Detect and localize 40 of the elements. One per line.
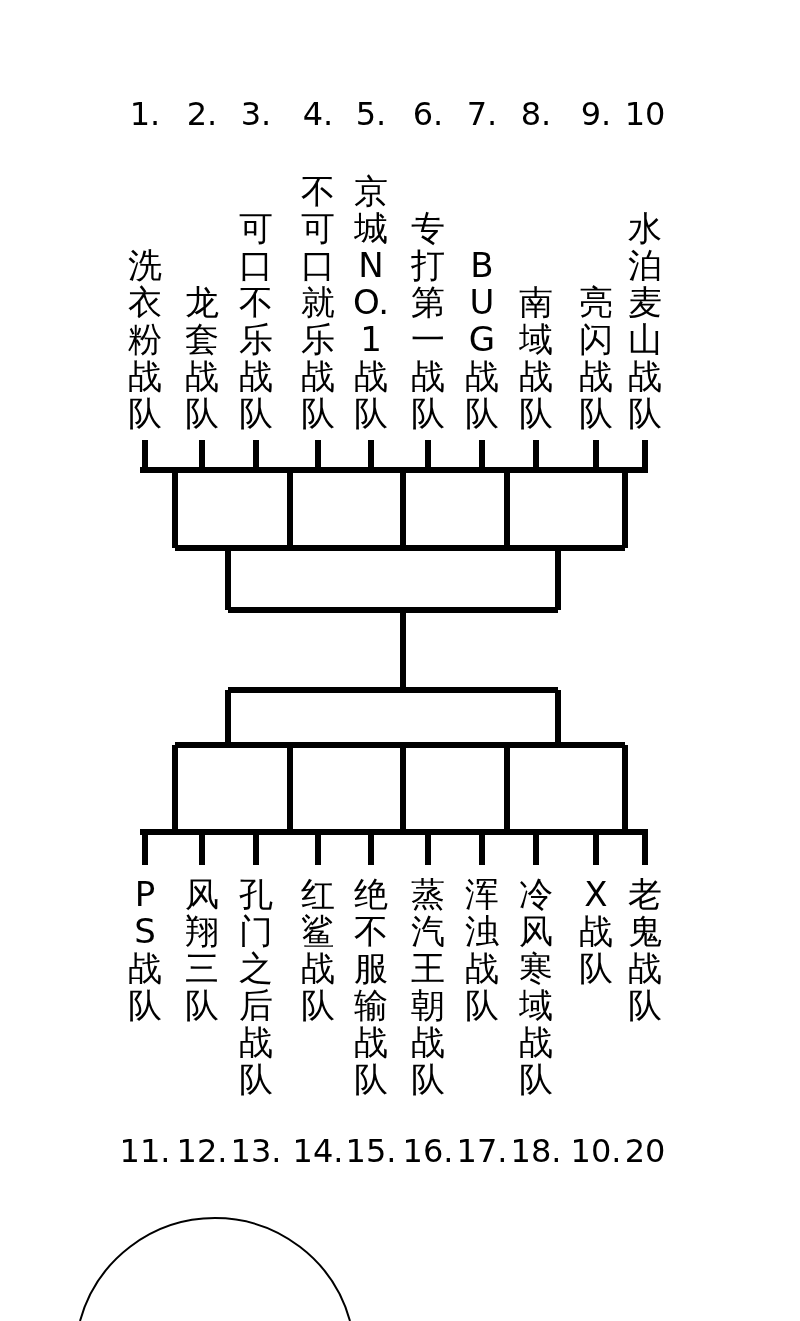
seed-number: 2. [185,96,219,132]
seed-number: 18. [509,1133,563,1169]
seed-number: 8. [519,96,553,132]
team-name: 浑浊战队 [462,876,502,1024]
team-name: 绝不服输战队 [351,876,391,1098]
seed-number: 20 [623,1133,667,1169]
team-name: 龙套战队 [182,284,222,432]
team-name: 亮闪战队 [576,284,616,432]
seed-number: 5. [354,96,388,132]
seed-number: 13. [229,1133,283,1169]
team-name: 不可口就乐战队 [298,173,338,432]
seed-number: 14. [291,1133,345,1169]
seed-number: 9. [579,96,613,132]
team-name: 红鲨战队 [298,876,338,1024]
team-name: 可口不乐战队 [236,210,276,432]
seed-number: 15. [344,1133,398,1169]
team-name: 专打第一战队 [408,210,448,432]
team-name: BUG战队 [462,247,502,432]
team-name: 蒸汽王朝战队 [408,876,448,1098]
seed-number: 7. [465,96,499,132]
seed-number: 11. [118,1133,172,1169]
team-name: 京城NO.1战队 [351,173,391,432]
team-name: 冷风寒域战队 [516,876,556,1098]
seed-number: 6. [411,96,445,132]
team-name: 老鬼战队 [625,876,665,1024]
seed-number: 10. [569,1133,623,1169]
team-name: 洗衣粉战队 [125,247,165,432]
team-name: X战队 [576,876,616,987]
team-name: 风翔三队 [182,876,222,1024]
seed-number: 3. [239,96,273,132]
team-name: PS战队 [125,876,165,1024]
seed-number: 4. [301,96,335,132]
seed-number: 10 [623,96,667,132]
seed-number: 17. [455,1133,509,1169]
seed-number: 16. [401,1133,455,1169]
team-name: 南域战队 [516,284,556,432]
team-name: 孔门之后战队 [236,876,276,1098]
seed-number: 1. [128,96,162,132]
seed-number: 12. [175,1133,229,1169]
team-name: 水泊麦山战队 [625,210,665,432]
